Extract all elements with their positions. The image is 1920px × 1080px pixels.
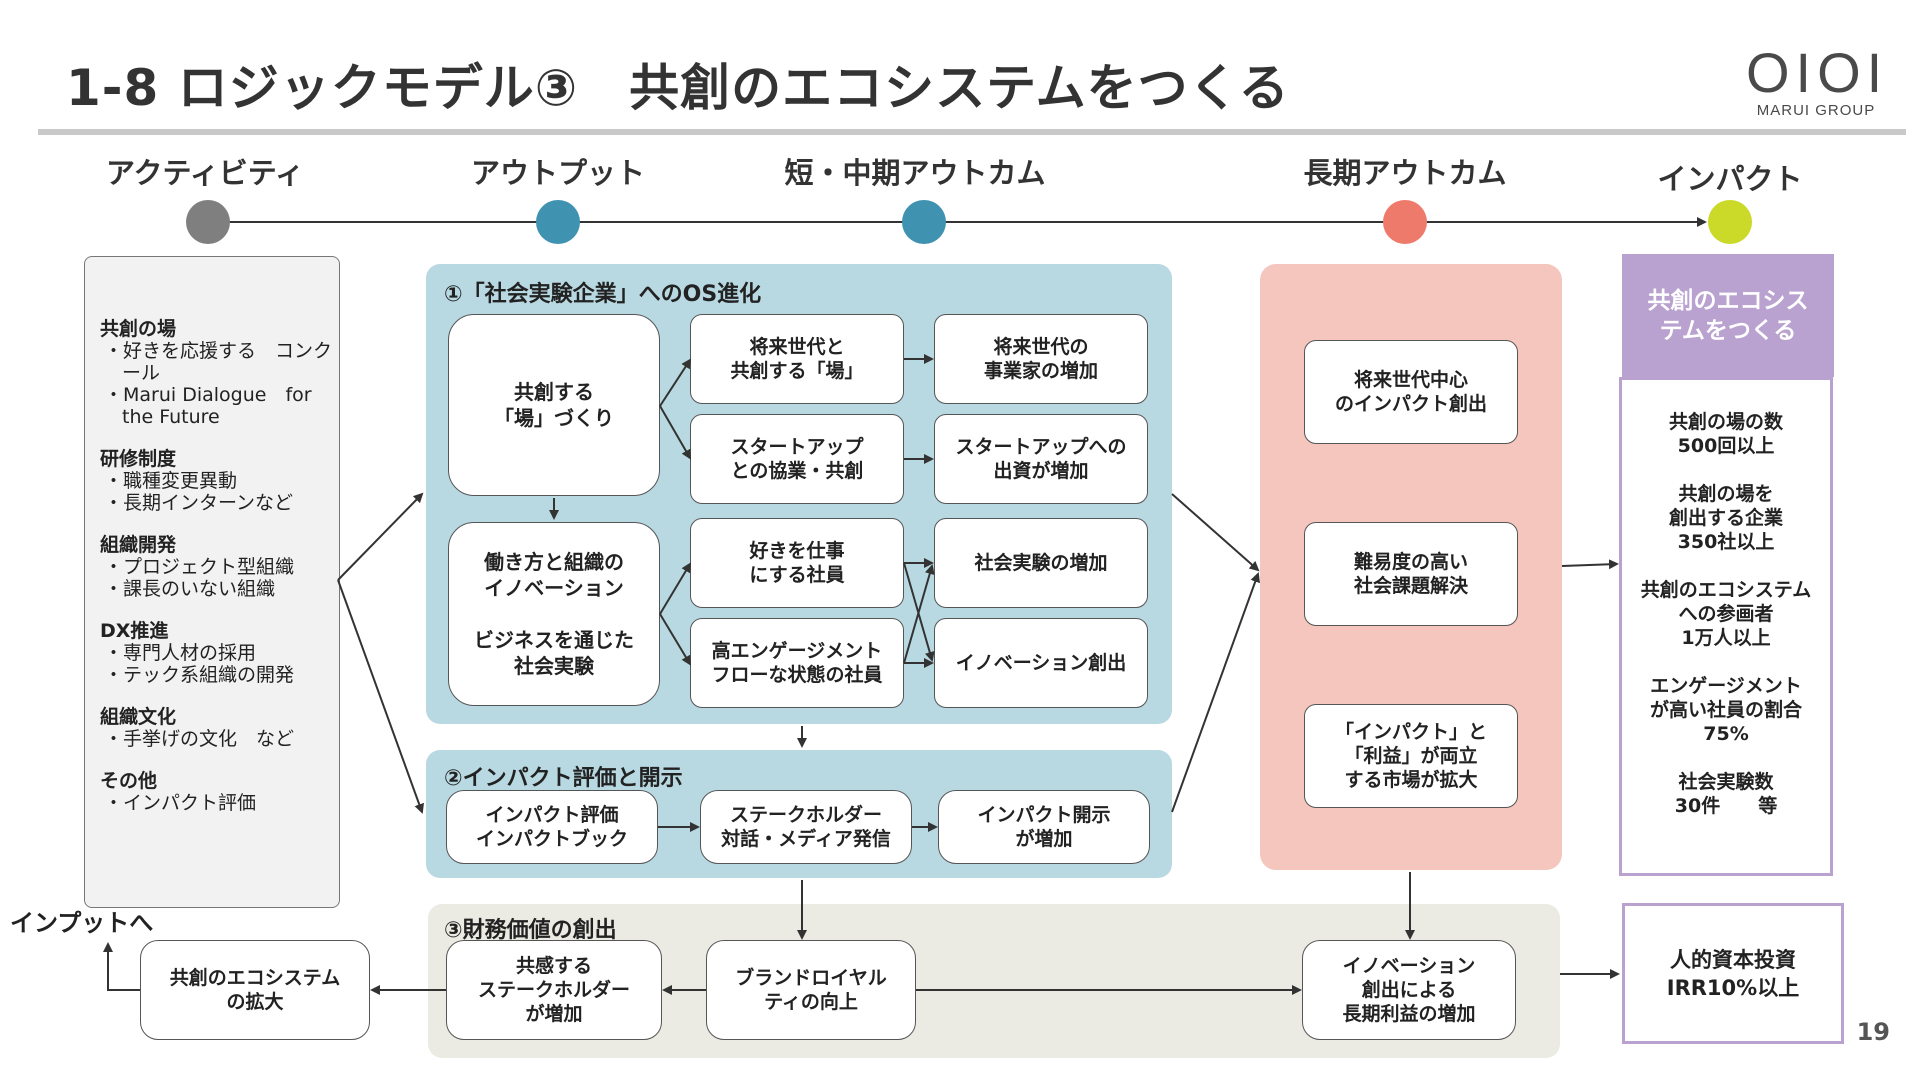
mid-future-generation: 将来世代と 共創する「場」 bbox=[690, 314, 904, 404]
output-work-style-innovation: 働き方と組織の イノベーション ビジネスを通じた 社会実験 bbox=[448, 522, 660, 706]
logo-subtext: MARUI GROUP bbox=[1756, 102, 1876, 119]
ecosystem-expansion-box: 共創のエコシステム の拡大 bbox=[140, 940, 370, 1040]
activity-item: ・Marui Dialogue for the Future bbox=[104, 384, 312, 428]
activity-item: ・インパクト評価 bbox=[104, 792, 257, 814]
activity-item: ・専門人材の採用 bbox=[104, 642, 257, 664]
activity-group: DX推進 ・専門人材の採用 ・テック系組織の開発 bbox=[100, 620, 340, 686]
stage-dot-long bbox=[1383, 200, 1427, 244]
right-future-entrepreneurs: 将来世代の 事業家の増加 bbox=[934, 314, 1148, 404]
arrow-output1-mid1 bbox=[659, 358, 692, 407]
arrow-section2-longterm bbox=[1171, 572, 1260, 813]
arrow-output2-mid3 bbox=[659, 562, 692, 615]
impact-kpi: 共創のエコシステム への参画者 1万人以上 bbox=[1640, 579, 1812, 649]
mid-passion-employee: 好きを仕事 にする社員 bbox=[690, 518, 904, 608]
impact-evaluation-box: インパクト評価 インパクトブック bbox=[446, 790, 658, 864]
activity-item: ・好きを応援する コンクール bbox=[104, 340, 333, 384]
section2-label: ②インパクト評価と開示 bbox=[444, 766, 683, 791]
long-difficult-social-issues: 難易度の高い 社会課題解決 bbox=[1304, 522, 1518, 626]
long-future-generation-impact: 将来世代中心 のインパクト創出 bbox=[1304, 340, 1518, 444]
activity-head: 組織文化 bbox=[100, 706, 177, 728]
activity-group: その他 ・インパクト評価 bbox=[100, 770, 340, 814]
long-term-profit-box: イノベーション 創出による 長期利益の増加 bbox=[1302, 940, 1516, 1040]
impact-header: 共創のエコシス テムをつくる bbox=[1622, 254, 1834, 377]
arrow-activity-section1 bbox=[337, 492, 424, 581]
stakeholder-dialogue-box: ステークホルダー 対話・メディア発信 bbox=[700, 790, 912, 864]
activity-item: ・長期インターンなど bbox=[104, 492, 294, 514]
stage-long-outcome: 長期アウトカム bbox=[1303, 156, 1507, 190]
stage-dot-impact bbox=[1708, 200, 1752, 244]
arrow-mid4-right3 bbox=[903, 564, 935, 664]
section3-label: ③財務価値の創出 bbox=[444, 918, 617, 943]
impact-disclosure-box: インパクト開示 が増加 bbox=[938, 790, 1150, 864]
arrow-output1-mid2 bbox=[659, 405, 691, 460]
long-impact-profit-market: 「インパクト」と 「利益」が両立 する市場が拡大 bbox=[1304, 704, 1518, 808]
activity-head: 組織開発 bbox=[100, 534, 177, 556]
impact-kpi: 社会実験数 30件 等 bbox=[1674, 771, 1778, 817]
right-innovation: イノベーション創出 bbox=[934, 618, 1148, 708]
activity-group: 組織開発 ・プロジェクト型組織 ・課長のいない組織 bbox=[100, 534, 340, 600]
stage-short-mid-outcome: 短・中期アウトカム bbox=[784, 156, 1046, 190]
activities-list: 共創の場 ・好きを応援する コンクール ・Marui Dialogue for … bbox=[100, 318, 340, 834]
right-social-experiments: 社会実験の増加 bbox=[934, 518, 1148, 608]
brand-loyalty-box: ブランドロイヤル ティの向上 bbox=[706, 940, 916, 1040]
activity-group: 共創の場 ・好きを応援する コンクール ・Marui Dialogue for … bbox=[100, 318, 340, 428]
to-input-label: インプットへ bbox=[10, 909, 154, 937]
output-cocreation-place: 共創する 「場」づくり bbox=[448, 314, 660, 496]
activity-head: 共創の場 bbox=[100, 318, 177, 340]
title-divider bbox=[38, 129, 1906, 135]
impact-kpi: 共創の場を 創出する企業 350社以上 bbox=[1668, 483, 1783, 553]
activity-group: 研修制度 ・職種変更異動 ・長期インターンなど bbox=[100, 448, 340, 514]
section1-label: ①「社会実験企業」へのOS進化 bbox=[444, 282, 762, 307]
stage-impact: インパクト bbox=[1657, 162, 1803, 196]
arrow-longterm-impact bbox=[1561, 559, 1619, 570]
timeline-line bbox=[200, 221, 1700, 223]
mid-startup-collab: スタートアップ との協業・共創 bbox=[690, 414, 904, 504]
impact-kpi-list: 共創の場の数 500回以上 共創の場を 創出する企業 350社以上 共創のエコシ… bbox=[1619, 377, 1833, 876]
stage-dot-output bbox=[536, 200, 580, 244]
activity-item: ・プロジェクト型組織 bbox=[104, 556, 295, 578]
stage-dot-short-mid bbox=[902, 200, 946, 244]
activity-head: DX推進 bbox=[100, 620, 169, 642]
irr-target-box: 人的資本投資 IRR10%以上 bbox=[1622, 903, 1844, 1044]
impact-kpi: エンゲージメント が高い社員の割合 75% bbox=[1649, 675, 1802, 745]
arrow-ecosystem-input bbox=[103, 942, 140, 991]
arrow-activity-section2 bbox=[337, 579, 424, 814]
arrow-section1-longterm bbox=[1171, 493, 1260, 572]
activity-head: 研修制度 bbox=[100, 448, 177, 470]
marui-group-logo: OIOI MARUI GROUP bbox=[1746, 41, 1889, 120]
activity-item: ・課長のいない組織 bbox=[104, 578, 276, 600]
activities-panel bbox=[84, 256, 340, 908]
activity-item: ・手挙げの文化 など bbox=[104, 728, 295, 750]
activity-item: ・テック系組織の開発 bbox=[104, 664, 295, 686]
page-title: 1-8 ロジックモデル③ 共創のエコシステムをつくる bbox=[66, 59, 1290, 117]
activity-group: 組織文化 ・手挙げの文化 など bbox=[100, 706, 340, 750]
empathetic-stakeholders-box: 共感する ステークホルダー が増加 bbox=[446, 940, 662, 1040]
activity-head: その他 bbox=[100, 770, 158, 792]
logo-mark: OIOI bbox=[1746, 41, 1889, 104]
arrow-output2-mid4 bbox=[659, 613, 692, 666]
impact-kpi: 共創の場の数 500回以上 bbox=[1668, 411, 1783, 457]
right-startup-investment: スタートアップへの 出資が増加 bbox=[934, 414, 1148, 504]
stage-activity: アクティビティ bbox=[105, 156, 305, 190]
stage-output: アウトプット bbox=[470, 156, 646, 190]
activity-item: ・職種変更異動 bbox=[104, 470, 238, 492]
stage-dot-activity bbox=[186, 200, 230, 244]
page-number: 19 bbox=[1856, 1018, 1890, 1046]
